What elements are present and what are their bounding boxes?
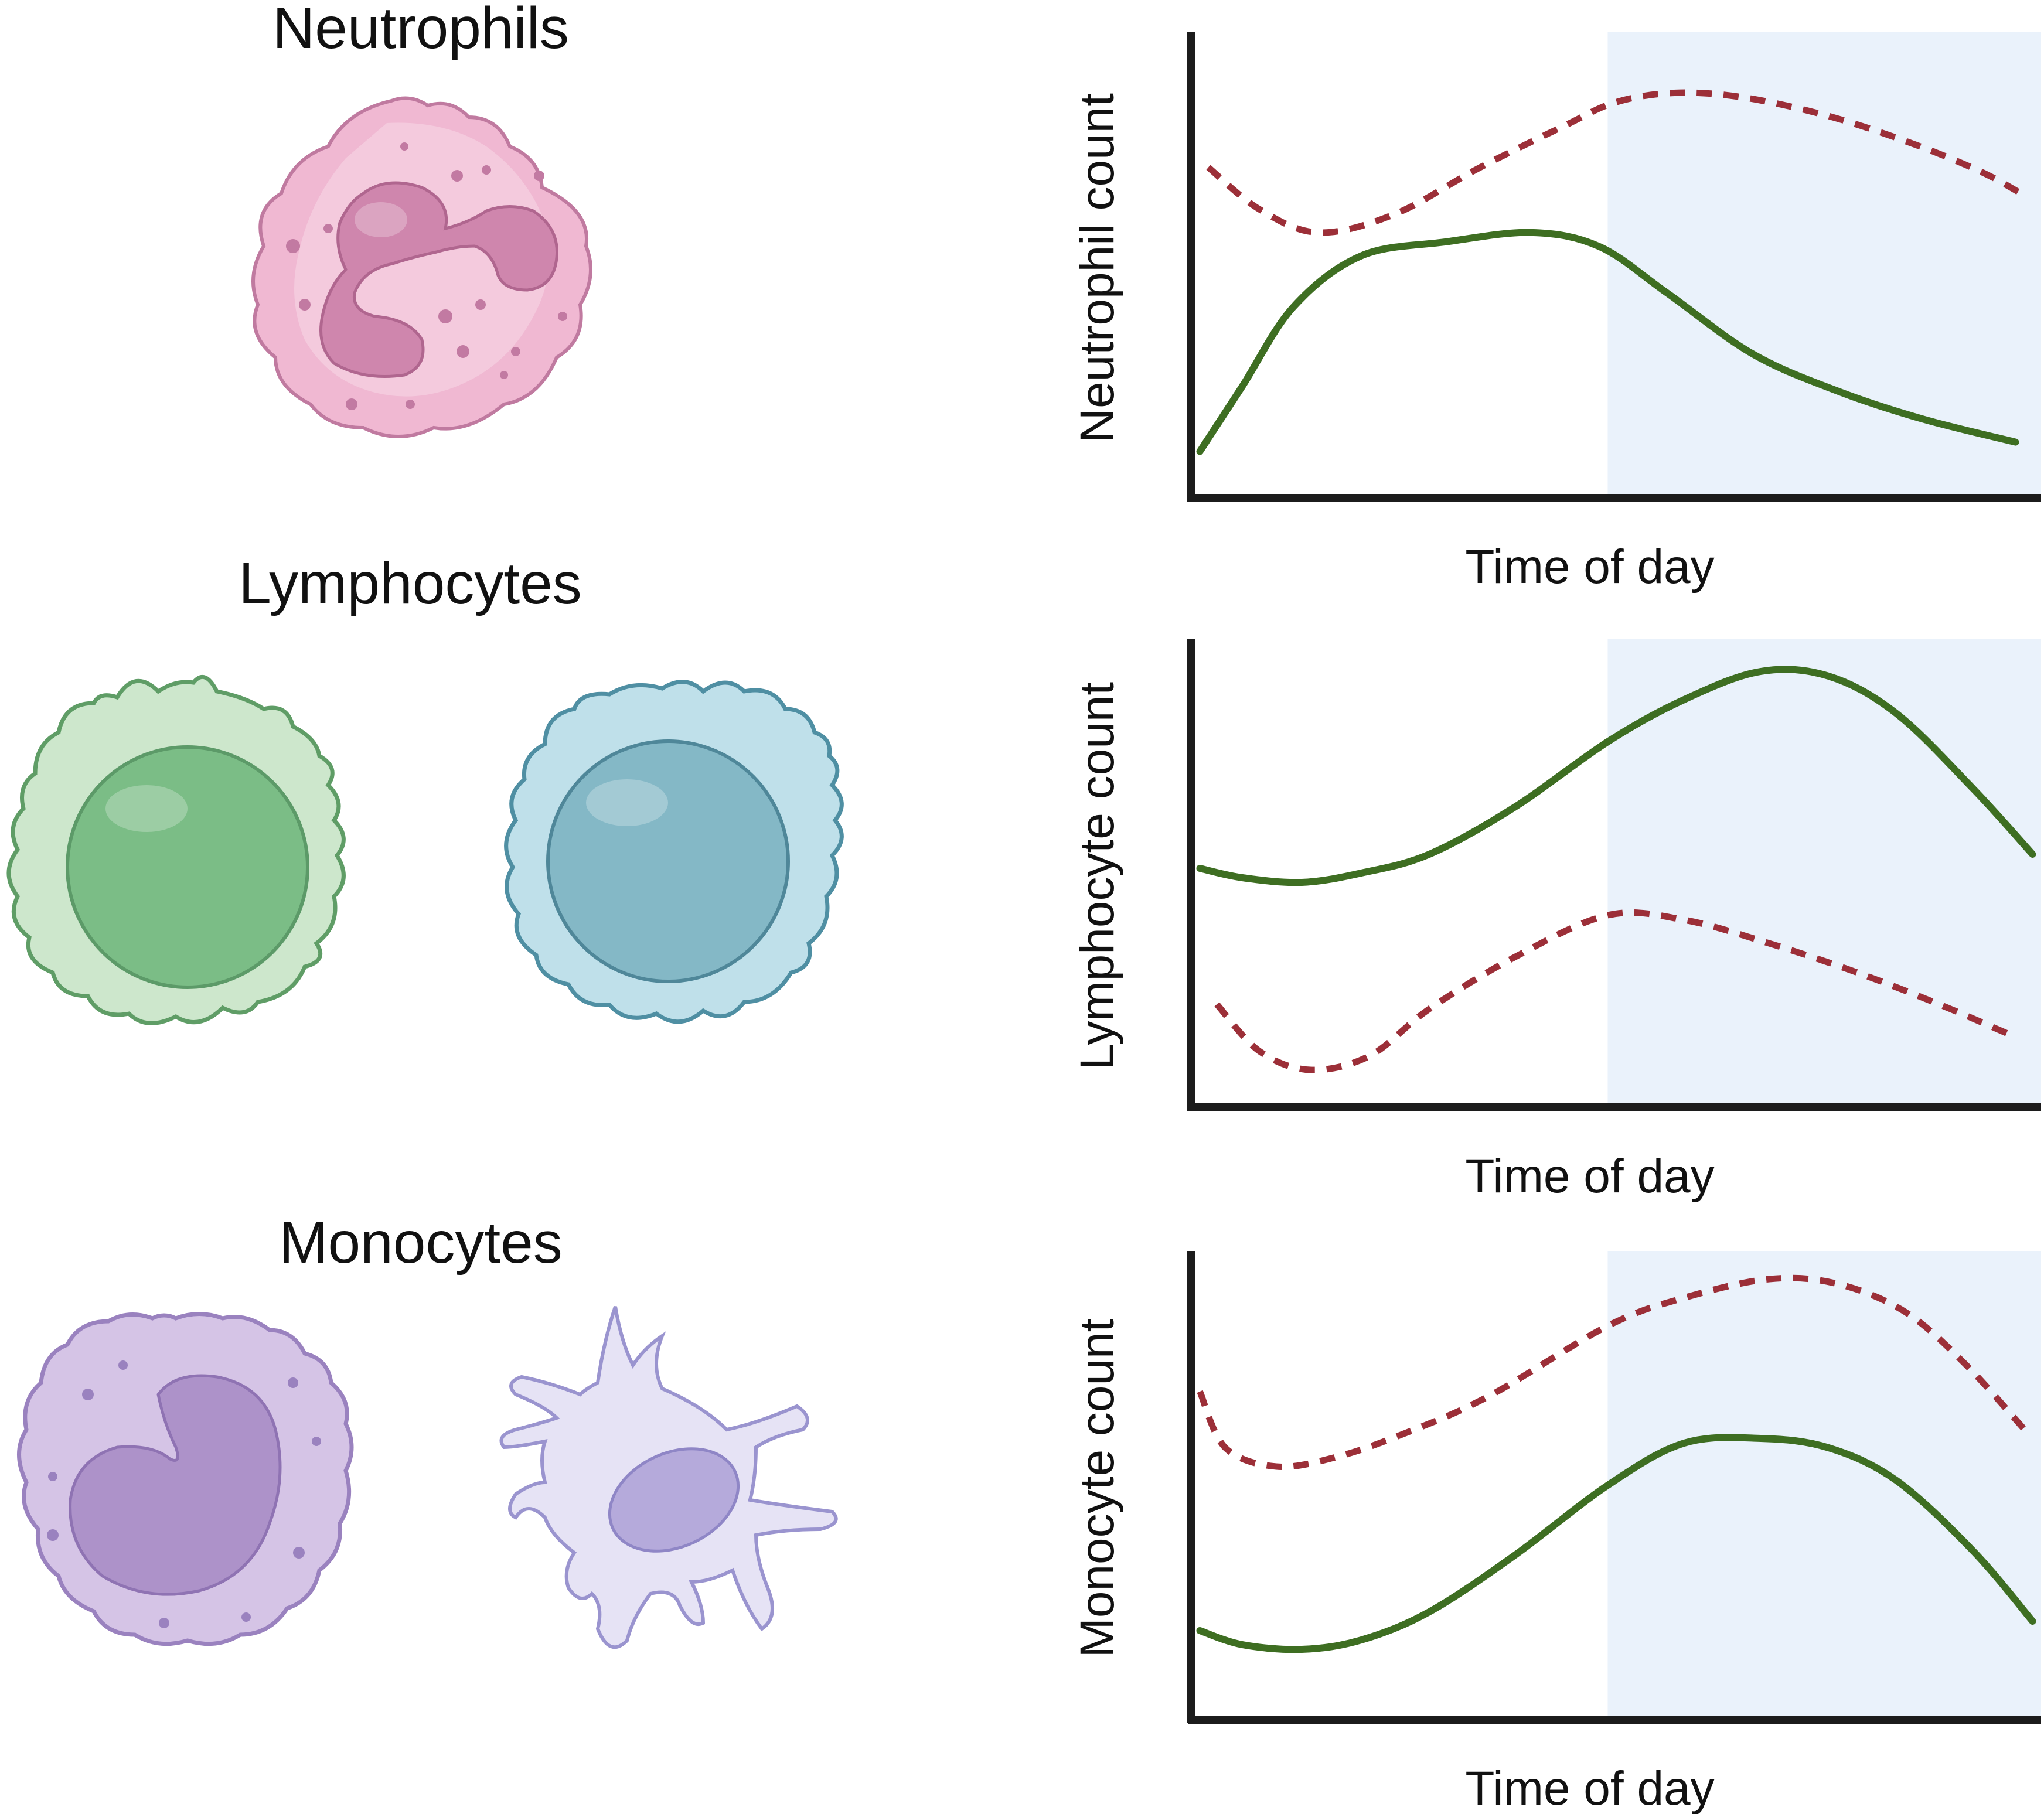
x-axis-label: Time of day — [1465, 1762, 1714, 1814]
neutrophils-title: Neutrophils — [272, 0, 569, 61]
lymphocyte-blue-cell — [504, 680, 844, 1024]
neutrophil-granules — [286, 142, 567, 410]
y-axis-label: Lymphocyte count — [1071, 682, 1124, 1070]
lymphocyte-green-cell — [6, 675, 346, 1025]
lymphocyte-blue-nucleus-shine — [586, 779, 668, 826]
dashed-series-line — [1206, 89, 2026, 236]
dashed-series-line — [1197, 1274, 2027, 1470]
solid-series-line — [1196, 666, 2036, 886]
monocyte-granules — [47, 1360, 321, 1628]
y-axis-label: Neutrophil count — [1071, 93, 1124, 443]
monocyte-dendritic-nucleus — [608, 1447, 740, 1553]
neutrophil-count-chart: Neutrophil count Time of day — [1071, 32, 2041, 594]
neutrophil-nucleus-shine — [355, 202, 407, 237]
night-band — [1607, 32, 2041, 498]
monocytes-title: Monocytes — [279, 1210, 563, 1276]
neutrophil-cell-illustration — [251, 96, 592, 438]
lymphocyte-green-nucleus-shine — [105, 785, 188, 832]
solid-series-line — [1196, 229, 2019, 455]
monocyte-count-chart: Monocyte count Time of day — [1071, 1251, 2041, 1814]
night-band — [1607, 1251, 2041, 1720]
x-axis-label: Time of day — [1465, 1150, 1714, 1203]
y-axis-label: Monocyte count — [1071, 1318, 1124, 1658]
x-axis-label: Time of day — [1465, 540, 1714, 594]
night-band — [1607, 639, 2041, 1107]
lymphocyte-count-chart: Lymphocyte count Time of day — [1071, 639, 2041, 1203]
solid-series-line — [1196, 1434, 2036, 1653]
monocytes-panel: Monocytes — [17, 1210, 838, 1649]
monocyte-round-cell — [17, 1312, 354, 1646]
lymphocytes-title: Lymphocytes — [239, 551, 581, 616]
lymphocyte-green-nucleus — [66, 745, 309, 989]
neutrophils-panel: Neutrophils — [251, 0, 592, 438]
dashed-series-line — [1214, 909, 2017, 1073]
lymphocytes-panel: Lymphocytes — [6, 551, 844, 1025]
lymphocyte-blue-nucleus — [546, 739, 790, 983]
monocyte-round-nucleus — [69, 1374, 282, 1596]
monocyte-dendritic-cell — [499, 1306, 838, 1649]
neutrophil-nucleus — [319, 181, 558, 378]
